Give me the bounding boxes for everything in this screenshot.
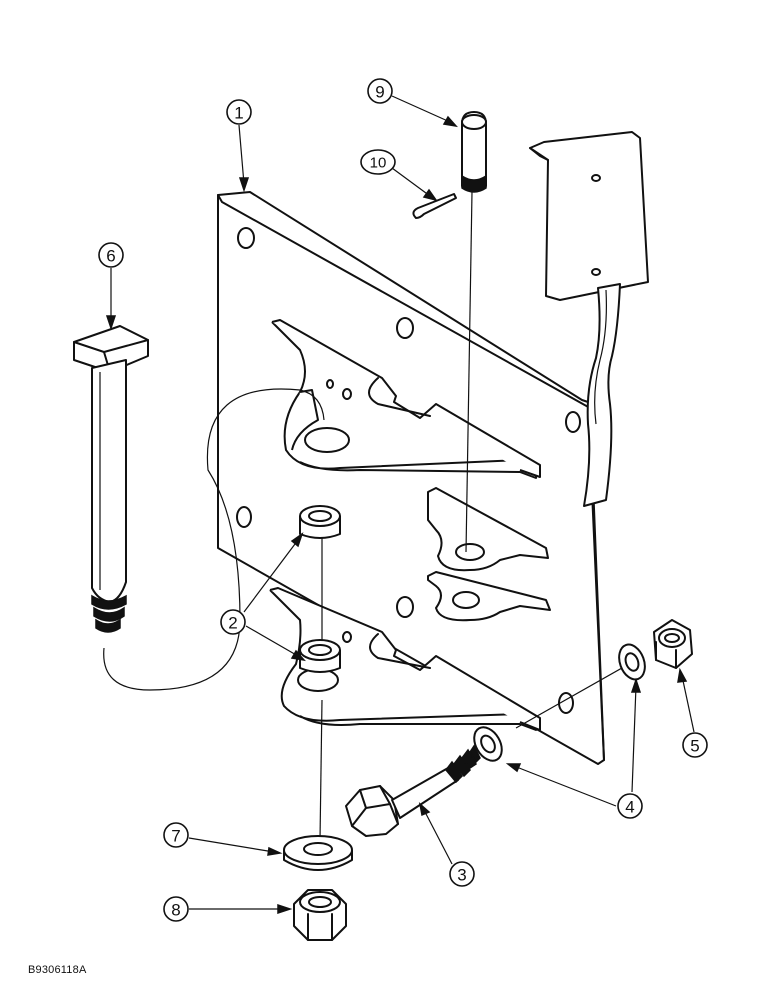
callout-6-label: 6 bbox=[106, 247, 115, 266]
callout-8: 8 bbox=[163, 896, 189, 922]
figure-id: B9306118A bbox=[28, 964, 87, 976]
callout-10-label: 10 bbox=[370, 155, 387, 172]
cotter-pin bbox=[412, 193, 457, 219]
bolt-threads bbox=[445, 744, 481, 784]
callout-7: 7 bbox=[163, 822, 189, 848]
callout-6: 6 bbox=[98, 242, 124, 268]
washer-nut bbox=[618, 643, 646, 681]
callout-5-label: 5 bbox=[690, 737, 699, 756]
hex-nut-bottom bbox=[293, 889, 347, 941]
callout-2-label: 2 bbox=[228, 614, 237, 633]
callout-10: 10 bbox=[360, 149, 396, 175]
clevis-pin bbox=[461, 111, 487, 193]
flat-washer bbox=[283, 835, 353, 871]
callout-3: 3 bbox=[449, 861, 475, 887]
pivot-pin bbox=[73, 325, 149, 633]
callout-7-label: 7 bbox=[171, 827, 180, 846]
bushing-lower bbox=[299, 639, 341, 673]
shift-lever bbox=[529, 131, 649, 507]
hex-bolt bbox=[345, 744, 481, 837]
callout-1-label: 1 bbox=[234, 104, 243, 123]
callout-1: 1 bbox=[226, 99, 252, 125]
washer-bolt bbox=[473, 726, 503, 762]
upper-bracket bbox=[271, 319, 541, 479]
hex-nut-right bbox=[653, 619, 693, 669]
callout-4-label: 4 bbox=[625, 798, 634, 817]
callout-2: 2 bbox=[220, 609, 246, 635]
callout-leaders bbox=[105, 95, 695, 915]
mounting-plate bbox=[217, 191, 605, 765]
callout-5: 5 bbox=[682, 732, 708, 758]
callout-8-label: 8 bbox=[171, 901, 180, 920]
callout-3-label: 3 bbox=[457, 866, 466, 885]
middle-forked-brackets bbox=[427, 487, 551, 622]
callout-4: 4 bbox=[617, 793, 643, 819]
bushing-upper bbox=[299, 505, 341, 539]
lower-bracket bbox=[269, 587, 541, 731]
pin-groove bbox=[91, 594, 127, 633]
callout-9-label: 9 bbox=[375, 83, 384, 102]
callout-9: 9 bbox=[367, 78, 393, 104]
alignment-lines bbox=[103, 191, 637, 841]
